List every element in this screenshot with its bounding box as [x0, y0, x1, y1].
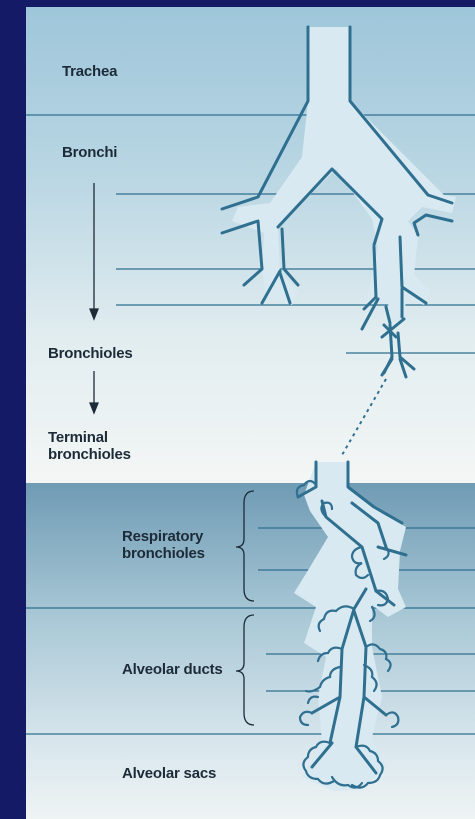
- continuation-dots: [342, 379, 386, 455]
- diagram-panel: Trachea Bronchi Bronchioles Terminal bro…: [26, 7, 475, 819]
- arrow-head-2: [90, 403, 98, 413]
- respiratory-airway-tree: [294, 462, 406, 791]
- progression-arrows: [90, 183, 98, 413]
- airway-tree-diagram: [26, 7, 475, 819]
- label-alveolar-ducts: Alveolar ducts: [122, 661, 223, 678]
- bracket-respiratory-bronchioles: [236, 491, 254, 601]
- conducting-airway-tree: [222, 27, 456, 455]
- label-alveolar-sacs: Alveolar sacs: [122, 765, 216, 782]
- arrow-head-1: [90, 309, 98, 319]
- label-bronchioles: Bronchioles: [48, 345, 132, 362]
- label-bronchi: Bronchi: [62, 144, 117, 161]
- label-respiratory-bronchioles: Respiratory bronchioles: [122, 528, 205, 562]
- label-terminal-bronchioles: Terminal bronchioles: [48, 429, 131, 463]
- bracket-alveolar-ducts: [236, 615, 254, 725]
- label-trachea: Trachea: [62, 63, 117, 80]
